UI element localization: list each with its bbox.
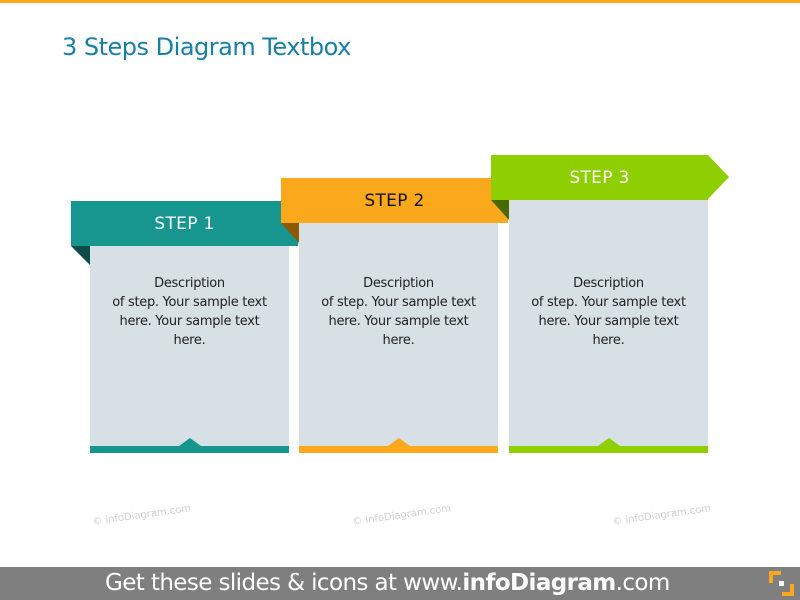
step-2-banner: STEP 2 bbox=[281, 178, 508, 223]
description-line: here. bbox=[382, 333, 415, 348]
step-3-textbox: Description of step. Your sample text he… bbox=[509, 200, 708, 453]
step-2-label: STEP 2 bbox=[364, 190, 425, 211]
step-2-textbox: Description of step. Your sample text he… bbox=[299, 223, 498, 453]
description-line: of step. Your sample text bbox=[531, 295, 686, 310]
step-1-notch bbox=[178, 438, 201, 446]
step-2-bottom-bar bbox=[299, 446, 498, 453]
top-accent-line bbox=[0, 0, 800, 3]
description-line: Description bbox=[154, 276, 225, 291]
infodiagram-logo-icon bbox=[769, 571, 794, 596]
step-2-notch bbox=[387, 438, 410, 446]
page-title: 3 Steps Diagram Textbox bbox=[62, 33, 351, 61]
step-3-banner: STEP 3 bbox=[491, 155, 708, 200]
step-2-description: Description of step. Your sample text he… bbox=[299, 274, 498, 350]
watermark: © infoDiagram.com bbox=[351, 503, 452, 528]
step-3-notch bbox=[597, 438, 620, 446]
description-line: here. bbox=[592, 333, 625, 348]
footer-bar: Get these slides & icons at www.infoDiag… bbox=[0, 567, 800, 600]
step-1-description: Description of step. Your sample text he… bbox=[90, 274, 289, 350]
description-line: here. Your sample text bbox=[538, 314, 679, 329]
step-3-fold bbox=[491, 200, 509, 220]
description-line: Description bbox=[573, 276, 644, 291]
step-3-arrow-tip bbox=[708, 155, 729, 199]
step-3-label: STEP 3 bbox=[569, 167, 630, 188]
footer-prefix: Get these slides & icons at www. bbox=[105, 570, 463, 596]
description-line: here. bbox=[173, 333, 206, 348]
description-line: here. Your sample text bbox=[119, 314, 260, 329]
step-1-bottom-bar bbox=[90, 446, 289, 453]
footer-brand: infoDiagram bbox=[462, 570, 616, 596]
step-1-textbox: Description of step. Your sample text he… bbox=[90, 246, 289, 453]
description-line: here. Your sample text bbox=[328, 314, 469, 329]
watermark: © infoDiagram.com bbox=[91, 503, 192, 528]
step-1-banner: STEP 1 bbox=[71, 201, 298, 246]
step-3-bottom-bar bbox=[509, 446, 708, 453]
step-1-fold bbox=[71, 246, 90, 265]
step-2-fold bbox=[281, 223, 299, 243]
footer-suffix: .com bbox=[615, 570, 671, 596]
step-1-label: STEP 1 bbox=[154, 213, 215, 234]
description-line: Description bbox=[363, 276, 434, 291]
step-3-description: Description of step. Your sample text he… bbox=[509, 274, 708, 350]
description-line: of step. Your sample text bbox=[112, 295, 267, 310]
watermark: © infoDiagram.com bbox=[611, 503, 712, 528]
footer-link[interactable]: Get these slides & icons at www.infoDiag… bbox=[105, 570, 670, 596]
description-line: of step. Your sample text bbox=[321, 295, 476, 310]
